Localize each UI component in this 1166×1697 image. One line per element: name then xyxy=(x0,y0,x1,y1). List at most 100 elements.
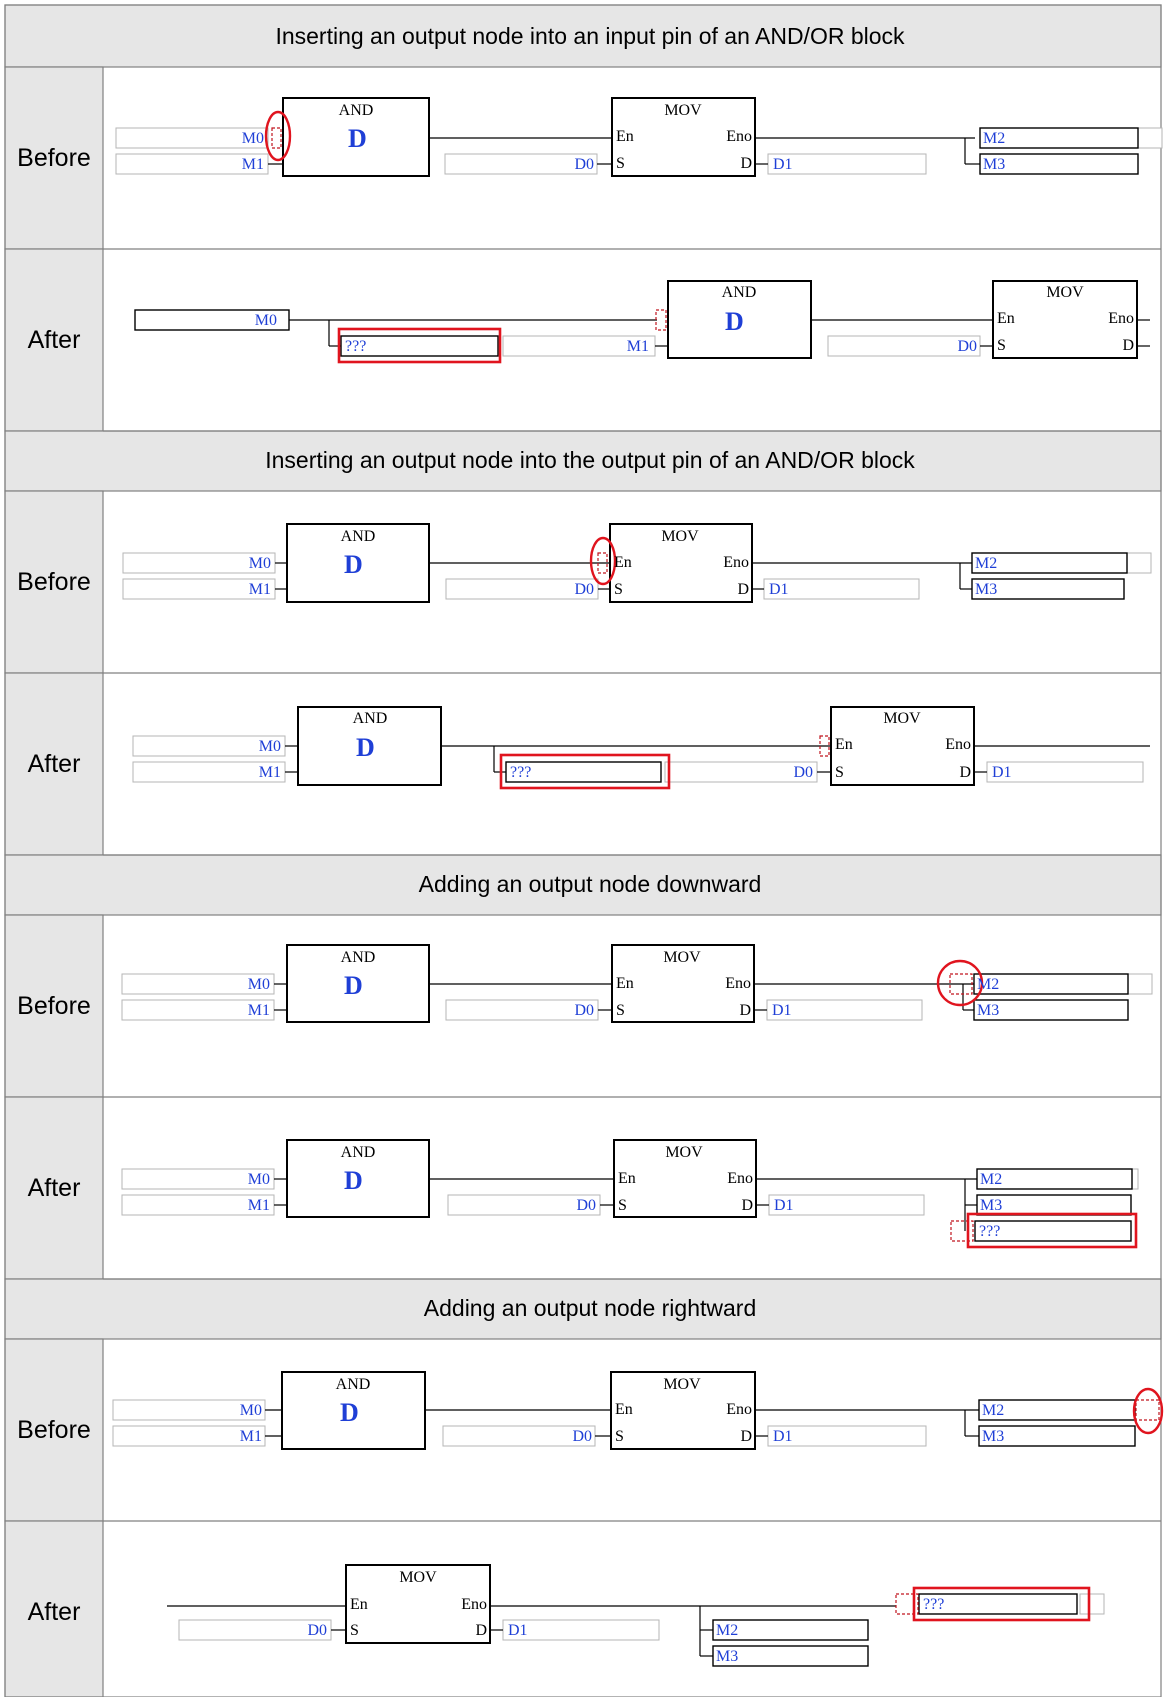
output-coil-m2[interactable] xyxy=(712,1619,869,1641)
ladder-diagram-s1-after: M0 ??? M1 AND D D0 MOV En Eno S D xyxy=(134,280,1150,364)
new-node-box[interactable] xyxy=(340,335,499,357)
pin-marker[interactable] xyxy=(271,127,282,149)
and-gate-icon: D xyxy=(356,733,375,762)
output-coil-m3[interactable] xyxy=(978,1425,1136,1447)
mov-pin-en: En xyxy=(614,554,632,571)
highlight-box xyxy=(966,1212,1138,1249)
and-block[interactable] xyxy=(286,523,430,603)
output-label: M2 xyxy=(980,1171,1002,1188)
and-block[interactable] xyxy=(281,1371,426,1450)
and-input-2: M1 xyxy=(627,338,649,355)
output-label: M2 xyxy=(982,1402,1004,1419)
and-label: AND xyxy=(722,284,757,301)
mov-pin-d: D xyxy=(475,1622,487,1639)
pin-marker[interactable] xyxy=(819,735,830,757)
mov-pin-s: S xyxy=(616,1002,625,1019)
mov-source: D0 xyxy=(572,1428,592,1445)
output-coil-m2[interactable] xyxy=(979,127,1139,149)
mov-label: MOV xyxy=(399,1569,437,1586)
row-label: After xyxy=(28,326,81,354)
mov-pin-d: D xyxy=(1122,337,1134,354)
output-label: M2 xyxy=(975,555,997,572)
ladder-diagram-s3-after: AND D M0 M1 MOV En Eno S D D0 D1 M2 M3 ?… xyxy=(121,1139,1139,1249)
output-label: M2 xyxy=(977,976,999,993)
new-node-label: ??? xyxy=(923,1596,944,1613)
and-block[interactable] xyxy=(667,280,812,359)
and-input-1: M0 xyxy=(248,1171,270,1188)
input-contact-m0[interactable] xyxy=(134,309,290,331)
mov-block[interactable] xyxy=(611,97,756,177)
pin-marker[interactable] xyxy=(1135,1399,1160,1421)
output-label: M3 xyxy=(716,1648,738,1665)
row-label: After xyxy=(28,750,81,778)
mov-pin-eno: Eno xyxy=(461,1596,487,1613)
output-coil-m3[interactable] xyxy=(973,999,1129,1021)
and-block[interactable] xyxy=(282,97,430,177)
mov-source: D0 xyxy=(576,1197,596,1214)
mov-pin-en: En xyxy=(615,1401,633,1418)
mov-pin-d: D xyxy=(737,581,749,598)
and-input-1: M0 xyxy=(240,1402,262,1419)
mov-pin-en: En xyxy=(616,128,634,145)
pin-marker[interactable] xyxy=(949,973,973,995)
output-coil-m3[interactable] xyxy=(712,1645,869,1667)
new-node-box[interactable] xyxy=(974,1220,1132,1242)
mov-pin-d: D xyxy=(740,1428,752,1445)
mov-block[interactable] xyxy=(610,1371,756,1450)
mov-pin-eno: Eno xyxy=(723,554,749,571)
output-label: M3 xyxy=(980,1197,1002,1214)
and-label: AND xyxy=(341,1144,376,1161)
mov-block[interactable] xyxy=(830,706,975,786)
mov-pin-en: En xyxy=(835,736,853,753)
output-label: M3 xyxy=(982,1428,1004,1445)
pin-marker[interactable] xyxy=(597,552,608,574)
mov-block[interactable] xyxy=(992,280,1138,359)
new-node-box[interactable] xyxy=(505,761,662,783)
mov-block[interactable] xyxy=(609,523,753,603)
and-input-1: M0 xyxy=(259,738,281,755)
and-block[interactable] xyxy=(286,1139,430,1218)
row-label: After xyxy=(28,1598,81,1626)
and-input-1: M0 xyxy=(249,555,271,572)
section-title: Adding an output node rightward xyxy=(424,1295,756,1321)
mov-pin-eno: Eno xyxy=(945,736,971,753)
mov-dest: D1 xyxy=(769,581,789,598)
row-label: Before xyxy=(17,1416,91,1444)
mov-dest: D1 xyxy=(992,764,1012,781)
mov-pin-d: D xyxy=(739,1002,751,1019)
mov-pin-s: S xyxy=(615,1428,624,1445)
mov-pin-eno: Eno xyxy=(727,1170,753,1187)
and-input-1: M0 xyxy=(248,976,270,993)
output-label: M3 xyxy=(983,156,1005,173)
and-block[interactable] xyxy=(297,706,442,786)
output-coil-m3[interactable] xyxy=(971,578,1125,600)
mov-dest: D1 xyxy=(773,156,793,173)
pin-marker[interactable] xyxy=(655,309,667,331)
section-title: Adding an output node downward xyxy=(419,871,762,897)
mov-pin-eno: Eno xyxy=(725,975,751,992)
mov-label: MOV xyxy=(661,528,699,545)
pin-marker[interactable] xyxy=(950,1220,974,1242)
mov-pin-eno: Eno xyxy=(726,1401,752,1418)
mov-block[interactable] xyxy=(345,1564,491,1644)
and-label: AND xyxy=(336,1376,371,1393)
mov-source: D0 xyxy=(793,764,813,781)
output-coil-m2[interactable] xyxy=(973,973,1129,995)
output-label: M3 xyxy=(975,581,997,598)
output-coil-m3[interactable] xyxy=(979,153,1139,175)
pin-marker[interactable] xyxy=(895,1593,919,1615)
and-gate-icon: D xyxy=(725,307,744,336)
new-node-box[interactable] xyxy=(918,1593,1078,1615)
mov-pin-s: S xyxy=(616,155,625,172)
mov-pin-en: En xyxy=(997,310,1015,327)
mov-label: MOV xyxy=(664,102,702,119)
output-coil-m2[interactable] xyxy=(976,1168,1133,1190)
mov-dest: D1 xyxy=(774,1197,794,1214)
mov-block[interactable] xyxy=(613,1139,757,1218)
highlight-box xyxy=(912,1586,1091,1622)
and-input-2: M1 xyxy=(248,1002,270,1019)
and-block[interactable] xyxy=(286,944,430,1023)
mov-source: D0 xyxy=(307,1622,327,1639)
mov-block[interactable] xyxy=(611,944,755,1023)
output-coil-m2[interactable] xyxy=(971,552,1128,574)
